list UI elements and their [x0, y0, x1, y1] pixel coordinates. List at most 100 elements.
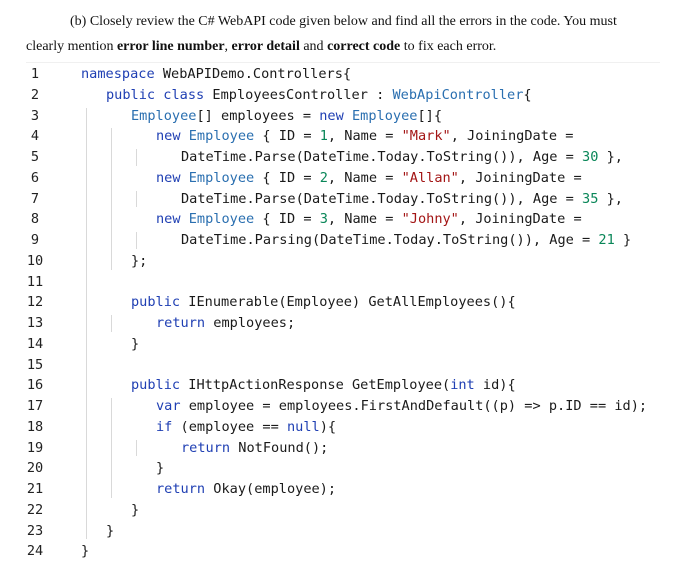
- code-text: if (employee == null){: [156, 417, 336, 438]
- code-token: [181, 128, 189, 144]
- code-token: (employee ==: [172, 418, 287, 435]
- code-token: { ID =: [254, 128, 320, 145]
- code-line: 20}: [0, 458, 681, 479]
- code-token: return: [156, 315, 206, 331]
- code-token: { ID =: [254, 211, 320, 228]
- code-line: 21 return Okay(employee);: [0, 479, 681, 500]
- code-token: new: [319, 107, 344, 124]
- line-number: 11: [26, 273, 44, 290]
- code-token: return: [156, 481, 206, 497]
- code-token: 35: [582, 190, 599, 207]
- code-line: 19 return NotFound();: [0, 438, 681, 459]
- line-number: 15: [26, 356, 44, 373]
- code-token: }: [81, 543, 90, 560]
- code-token: }: [614, 232, 632, 248]
- line-number: 5: [30, 149, 40, 165]
- code-token: 3: [319, 211, 328, 228]
- question-text-segment: clearly mention: [26, 39, 117, 54]
- code-token: , JoiningDate =: [458, 169, 582, 186]
- question-text-segment: and: [299, 39, 328, 54]
- indent-guide: [111, 315, 112, 332]
- code-token: NotFound();: [230, 439, 329, 456]
- question-text: (b) Closely review the C# WebAPI code gi…: [26, 9, 662, 59]
- code-token: null: [286, 418, 320, 435]
- emphasis-correct-code: correct code: [327, 39, 401, 54]
- indent-guide: [136, 190, 137, 208]
- code-line: 23}: [0, 521, 681, 542]
- code-token: Okay(employee);: [205, 481, 337, 497]
- code-token: new: [156, 169, 181, 186]
- code-token: new: [156, 211, 181, 228]
- divider: [26, 62, 660, 63]
- code-token: Employee: [352, 107, 418, 124]
- indent-guide: [86, 107, 87, 540]
- code-token: int: [450, 377, 475, 394]
- code-token: []{: [417, 107, 443, 124]
- code-token: WebAPIDemo.Controllers{: [154, 66, 352, 82]
- indent-guide: [136, 439, 137, 457]
- line-number: 18: [26, 418, 44, 435]
- code-token: if: [156, 418, 173, 435]
- code-token: , Name =: [327, 211, 402, 228]
- code-token: return: [181, 439, 231, 456]
- indent-guide: [111, 398, 112, 498]
- code-token: IHttpActionResponse GetEmployee(: [180, 377, 451, 394]
- code-token: , Name =: [327, 169, 402, 186]
- code-token: }: [131, 501, 140, 518]
- line-number: 10: [26, 252, 44, 269]
- code-token: Employee: [188, 128, 255, 145]
- line-number: 23: [26, 522, 44, 539]
- code-token: "Johny": [401, 211, 459, 228]
- code-token: ){: [319, 418, 337, 435]
- emphasis-error-line-number: error line number: [116, 39, 225, 54]
- code-token: public: [131, 294, 181, 311]
- line-number: 19: [26, 439, 44, 456]
- code-token: 2: [319, 169, 328, 186]
- line-number: 12: [26, 294, 44, 311]
- line-number: 3: [30, 107, 40, 124]
- code-line: 17 var employee = employees.FirstAndDefau…: [0, 396, 681, 417]
- code-line: 14}: [0, 334, 681, 355]
- indent-guide: [111, 128, 112, 270]
- code-token: IEnumerable(Employee) GetAllEmployees(){: [180, 294, 516, 311]
- code-token: var: [156, 398, 181, 414]
- code-token: employee = employees.FirstAndDefault((p)…: [180, 398, 648, 414]
- line-number: 17: [26, 398, 44, 414]
- code-text: }: [131, 334, 139, 355]
- code-token: employees;: [205, 315, 296, 331]
- question-text-segment: to fix each error.: [400, 39, 497, 54]
- code-token: { ID =: [254, 169, 320, 186]
- code-token: },: [598, 149, 623, 165]
- code-token: 30: [582, 149, 599, 165]
- code-token: Employee: [131, 107, 197, 124]
- code-token: "Mark": [401, 128, 451, 145]
- code-line: 22}: [0, 500, 681, 521]
- code-token: 21: [598, 232, 615, 248]
- code-token: namespace: [81, 66, 155, 82]
- indent-guide: [136, 149, 137, 166]
- code-text: }: [81, 541, 89, 562]
- code-text: return NotFound();: [181, 438, 328, 459]
- code-text: public IEnumerable(Employee) GetAllEmplo…: [131, 292, 516, 313]
- code-text: new Employee { ID = 2, Name = "Allan", J…: [156, 168, 582, 189]
- code-token: [181, 211, 189, 227]
- code-token: }: [106, 522, 115, 539]
- code-line: 10};: [0, 251, 681, 272]
- code-token: public: [131, 377, 181, 394]
- code-line: 18 if (employee == null){: [0, 417, 681, 438]
- question-line-2: clearly mention error line number, error…: [26, 34, 662, 59]
- question-text-segment: ,: [224, 39, 232, 54]
- indent-guide: [136, 232, 137, 249]
- code-token: , Name =: [327, 128, 402, 145]
- line-number: 13: [26, 315, 44, 331]
- code-text: var employee = employees.FirstAndDefault…: [156, 396, 647, 417]
- line-number: 21: [26, 481, 44, 497]
- code-line: 15: [0, 355, 681, 376]
- code-line: 11: [0, 272, 681, 293]
- line-number: 20: [26, 460, 44, 477]
